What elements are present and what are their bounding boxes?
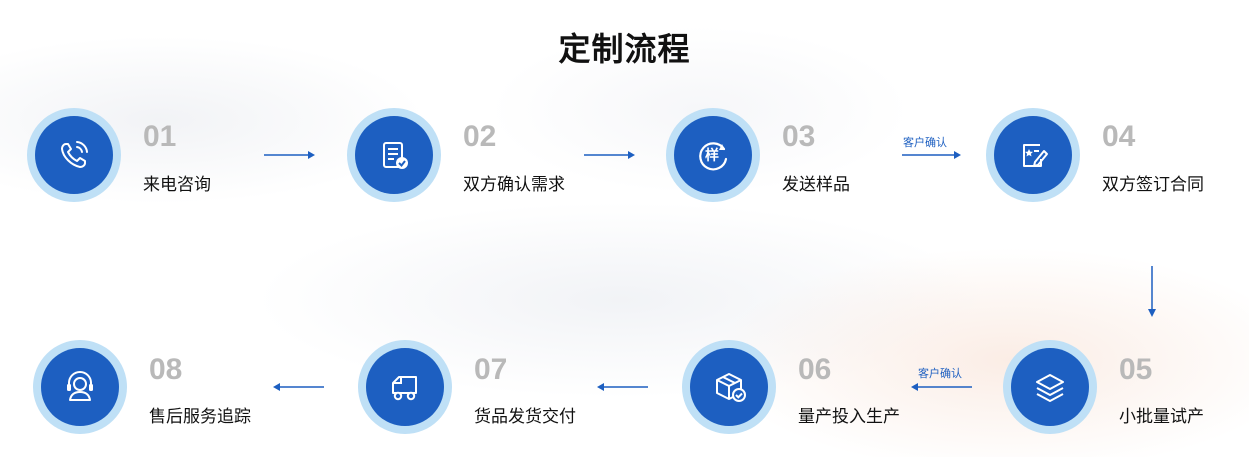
page-title: 定制流程 (558, 30, 691, 68)
step-06-number: 06 (798, 353, 832, 386)
step-07-label: 货品发货交付 (474, 407, 576, 427)
step-05-number: 05 (1119, 353, 1153, 386)
step-01-badge (27, 108, 121, 202)
sample-icon: 样 (699, 142, 728, 171)
step-05-label: 小批量试产 (1119, 407, 1204, 427)
step-03-number: 03 (782, 120, 816, 153)
step-02-label: 双方确认需求 (463, 175, 565, 195)
step-03-badge: 样 (666, 108, 760, 202)
step-05-badge (1003, 340, 1097, 434)
step-02-number: 02 (463, 120, 497, 153)
step-03-label: 发送样品 (782, 175, 850, 195)
step-08-label: 售后服务追踪 (149, 407, 251, 427)
arrow-right (264, 149, 316, 161)
arrow-left (272, 381, 324, 393)
step-02-badge (347, 108, 441, 202)
arrow-right (584, 149, 636, 161)
layers-icon (1036, 374, 1064, 402)
step-06-label: 量产投入生产 (798, 407, 900, 427)
phone-icon (61, 141, 88, 168)
step-08-badge (33, 340, 127, 434)
step-04-number: 04 (1102, 120, 1136, 153)
document-check-icon (383, 142, 408, 169)
step-07-number: 07 (474, 353, 508, 386)
arrow-note-customer-confirm: 客户确认 (918, 367, 962, 380)
step-01-label: 来电咨询 (143, 175, 211, 195)
arrow-left (910, 381, 972, 393)
step-07-badge (358, 340, 452, 434)
step-08-number: 08 (149, 353, 183, 386)
step-04-badge (986, 108, 1080, 202)
headset-icon (67, 371, 93, 401)
arrow-right (902, 149, 962, 161)
truck-icon (392, 376, 417, 401)
sample-icon-text: 样 (705, 147, 719, 164)
arrow-left (596, 381, 648, 393)
step-01-number: 01 (143, 120, 177, 153)
box-check-icon (716, 373, 746, 402)
arrow-note-customer-confirm: 客户确认 (903, 136, 947, 149)
contract-sign-icon (1023, 144, 1048, 167)
step-04-label: 双方签订合同 (1102, 175, 1204, 195)
step-06-badge (682, 340, 776, 434)
arrow-down (1146, 266, 1158, 322)
